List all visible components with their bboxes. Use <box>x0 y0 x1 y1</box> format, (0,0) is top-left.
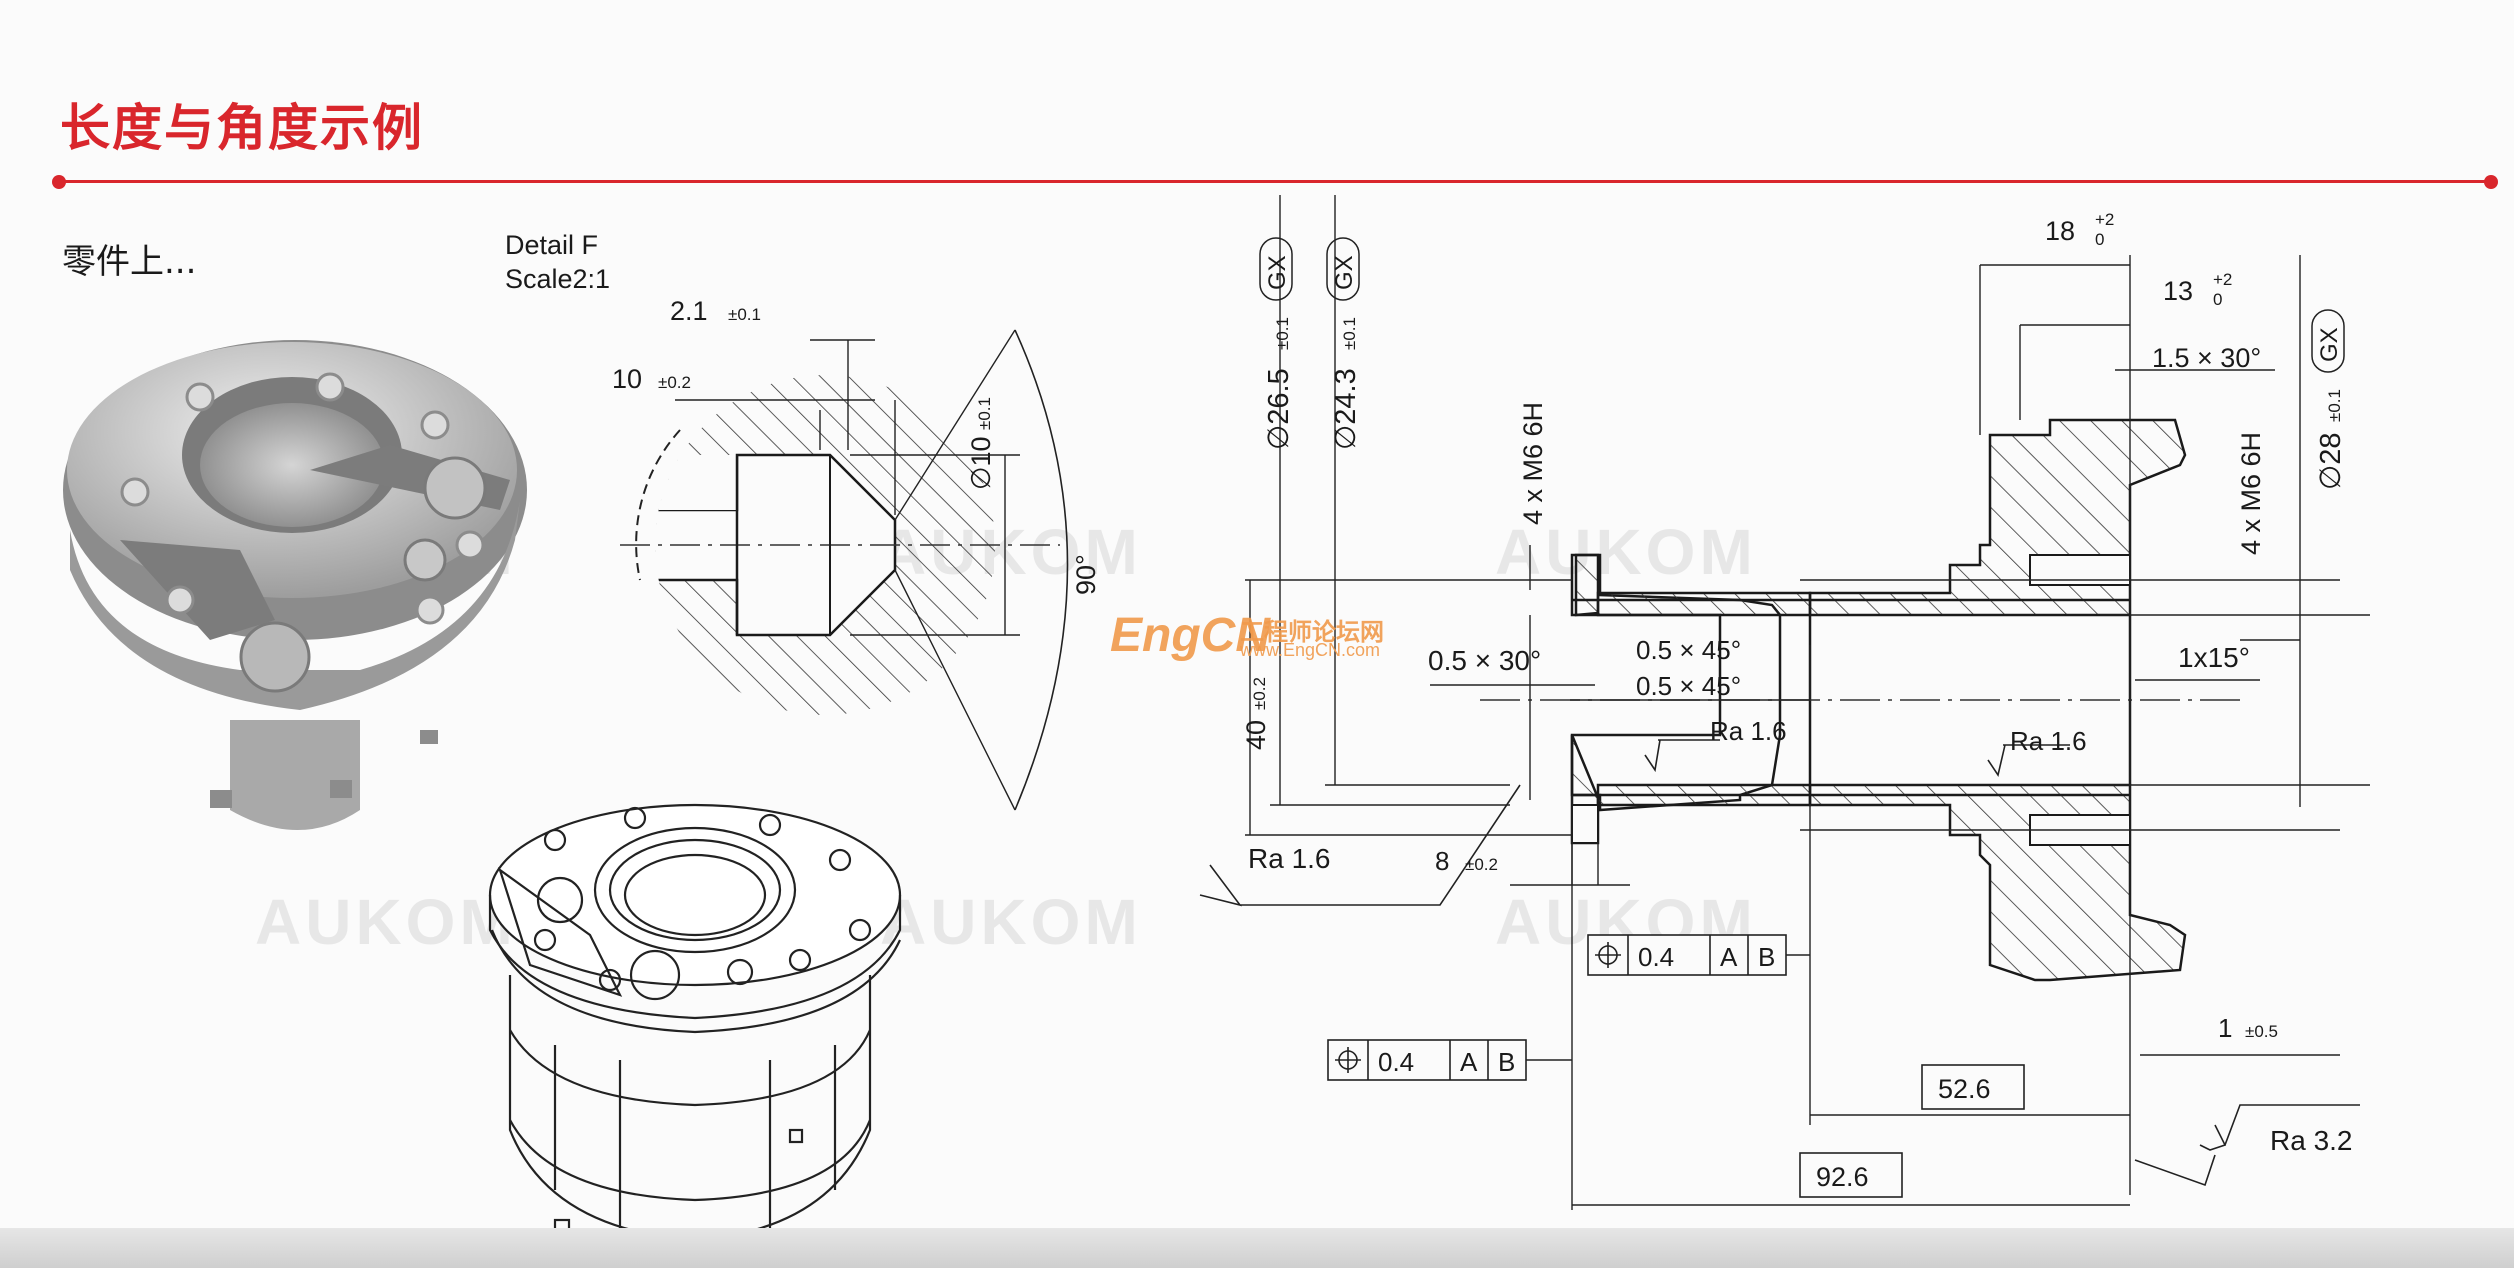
dim-dia-1-tol: ±0.1 <box>1273 317 1292 350</box>
engcn-url: www.EngCN.com <box>1240 640 1381 660</box>
detail-dim-angle: 90° <box>1071 554 1101 595</box>
detail-scale: Scale2:1 <box>505 264 611 294</box>
dim-1: 1 <box>2218 1013 2232 1043</box>
detail-dim-length-tol: ±0.2 <box>658 373 691 392</box>
chamfer-b: 0.5 × 45° <box>1636 671 1741 701</box>
fcf-lower-datum-a: A <box>1460 1047 1478 1077</box>
ra-outer: Ra 1.6 <box>1248 843 1331 874</box>
dim-18-tol-low: 0 <box>2095 230 2104 249</box>
detail-dim-diameter-tol: ±0.1 <box>975 397 994 430</box>
detail-dim-diameter: ∅10 <box>966 436 996 490</box>
chamfer-right: 1.5 × 30° <box>2152 343 2261 373</box>
dim-52-6: 52.6 <box>1938 1074 1991 1104</box>
watermark-aukom: AUKOM <box>255 886 517 958</box>
ra-face: Ra 3.2 <box>2270 1125 2353 1156</box>
fcf-upper-datum-b: B <box>1758 942 1775 972</box>
fcf-lower-datum-b: B <box>1498 1047 1515 1077</box>
gx-badge-1: GX <box>1264 255 1291 290</box>
dim-8-tol: ±0.2 <box>1465 855 1498 874</box>
dim-dia-2: ∅24.3 <box>1330 368 1362 450</box>
dim-13-tol-up: +2 <box>2213 270 2232 289</box>
slide-title: 长度与角度示例 <box>60 99 424 157</box>
gx-badge-3: GX <box>2316 327 2343 362</box>
detail-dim-length: 10 <box>612 364 642 394</box>
dim-18-tol-up: +2 <box>2095 210 2114 229</box>
detail-dim-depth: 2.1 <box>670 296 708 326</box>
fcf-lower-tol: 0.4 <box>1378 1047 1414 1077</box>
chamfer-bore: 1x15° <box>2178 642 2250 673</box>
main-section-drawing: ∅26.5 ±0.1 GX ∅24.3 ±0.1 GX ∅28 ±0.1 GX … <box>1199 195 2370 1210</box>
thread-left: 4 x M6 6H <box>1518 402 1548 525</box>
engcn-logo: EngCN <box>1110 609 1270 662</box>
dim-dia-2-tol: ±0.1 <box>1340 317 1359 350</box>
dim-dia-3-tol: ±0.1 <box>2325 389 2344 422</box>
fcf-lower: 0.4 A B <box>1327 1039 1572 1081</box>
dim-92-6: 92.6 <box>1816 1162 1869 1192</box>
dim-dia-3: ∅28 <box>2315 432 2347 490</box>
fcf-upper: 0.4 A B <box>1587 934 1810 976</box>
chamfer-left: 0.5 × 30° <box>1428 645 1541 676</box>
fcf-upper-tol: 0.4 <box>1638 942 1674 972</box>
dim-18: 18 <box>2045 216 2075 246</box>
chamfer-a: 0.5 × 45° <box>1636 635 1741 665</box>
detail-f-drawing: 2.1 ±0.1 10 ±0.2 ∅10 ±0.1 90° <box>612 296 1101 811</box>
fcf-upper-datum-a: A <box>1720 942 1738 972</box>
slide-subtitle: 零件上... <box>62 242 197 282</box>
engcn-cn-text: 工程师论坛网 <box>1240 618 1384 646</box>
part-render-photo <box>63 340 527 830</box>
dim-13-tol-low: 0 <box>2213 290 2222 309</box>
ra-bore-right: Ra 1.6 <box>2010 726 2087 756</box>
dim-dia-1: ∅26.5 <box>1263 368 1295 450</box>
dim-8: 8 <box>1435 846 1449 876</box>
dim-40: 40 <box>1241 720 1271 750</box>
detail-dim-depth-tol: ±0.1 <box>728 305 761 324</box>
watermark-aukom: AUKOM <box>880 886 1142 958</box>
rule-dot-left <box>52 175 66 189</box>
ra-bore-left: Ra 1.6 <box>1710 716 1787 746</box>
bottom-bar <box>0 1228 2514 1268</box>
part-line-drawing <box>488 803 902 1249</box>
watermark-aukom: AUKOM <box>1495 516 1757 588</box>
detail-name: Detail F <box>505 230 599 260</box>
dim-13: 13 <box>2163 276 2193 306</box>
gx-badge-2: GX <box>1331 255 1358 290</box>
thread-right: 4 x M6 6H <box>2236 432 2266 555</box>
rule-dot-right <box>2484 175 2498 189</box>
detail-caption: Detail F Scale2:1 <box>505 228 610 296</box>
title-rule <box>58 180 2492 183</box>
dim-40-tol: ±0.2 <box>1250 677 1269 710</box>
dim-1-tol: ±0.5 <box>2245 1022 2278 1041</box>
